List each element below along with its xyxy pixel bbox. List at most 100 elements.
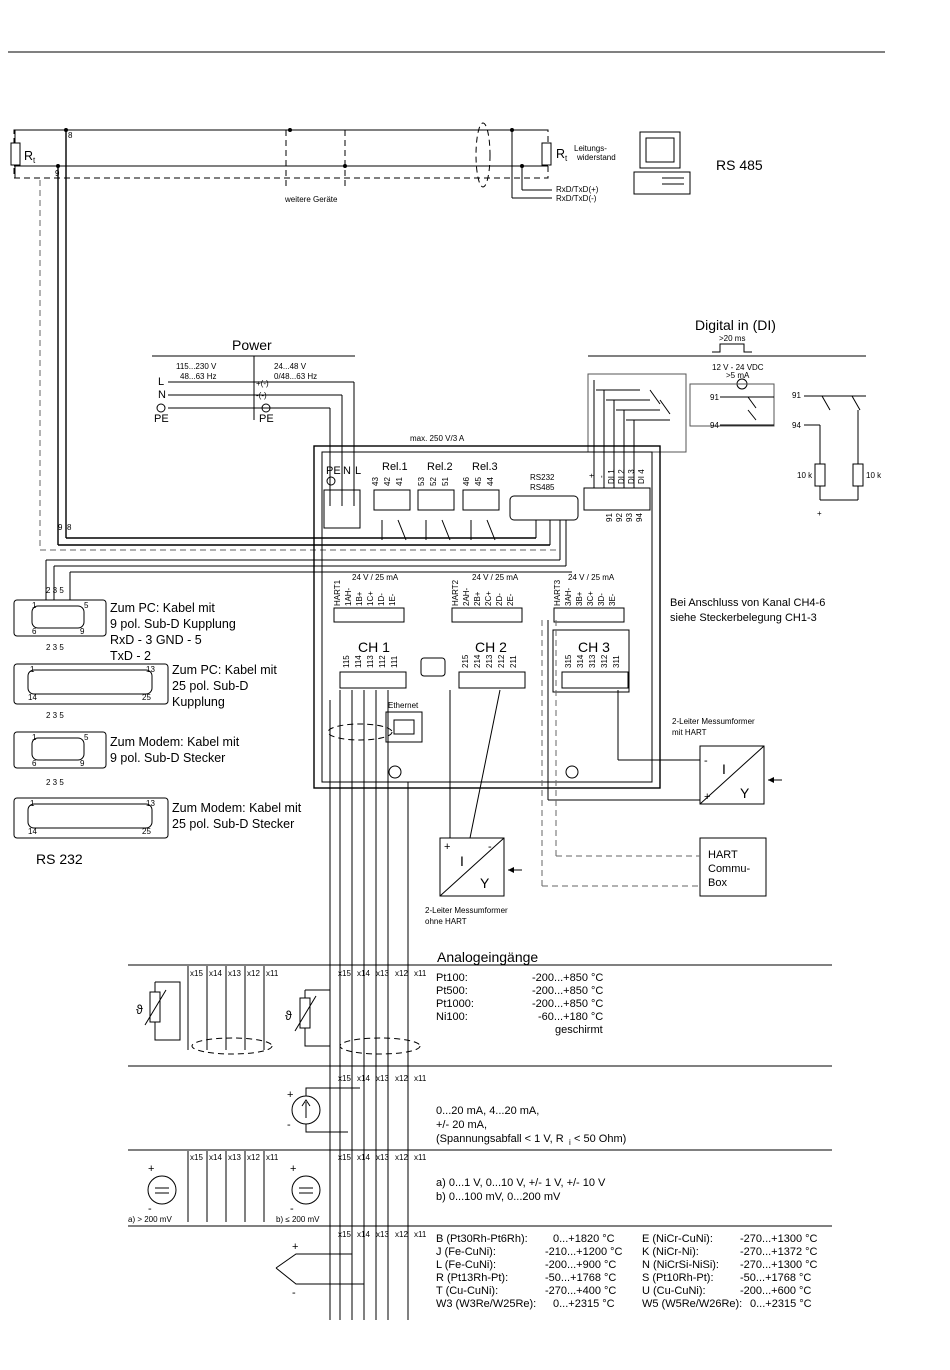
svg-text:9: 9 [80, 627, 85, 636]
svg-text:313: 313 [588, 654, 597, 668]
voltage-source-icon [147, 1175, 177, 1205]
svg-text:Zum Modem: Kabel mit: Zum Modem: Kabel mit [110, 735, 240, 749]
svg-text:Zum PC: Kabel mit: Zum PC: Kabel mit [110, 601, 215, 615]
r-left-label: R [24, 149, 33, 163]
svg-text:312: 312 [600, 654, 609, 668]
svg-text:-200...+850 °C: -200...+850 °C [532, 985, 603, 997]
svg-text:x14: x14 [357, 1074, 370, 1083]
svg-text:-: - [704, 755, 708, 767]
svg-text:a) > 200 mV: a) > 200 mV [128, 1215, 172, 1224]
svg-text:RS232: RS232 [530, 473, 555, 482]
sub-d-9-connector [13, 599, 107, 637]
svg-text:i: i [569, 1138, 571, 1147]
svg-text:91: 91 [605, 513, 614, 522]
digital-in-section: Digital in (DI) >20 ms 12 V - 24 VDC >5 … [587, 317, 882, 518]
svg-text:213: 213 [485, 654, 494, 668]
svg-text:I: I [460, 853, 464, 869]
ch46-note-1: Bei Anschluss von Kanal CH4-6 [670, 597, 825, 609]
svg-text:x15: x15 [338, 969, 351, 978]
thermocouple-input: x15 x14 x13 x12 x11 + - B (Pt30Rh-Pt6Rh)… [275, 1230, 818, 1310]
svg-text:TxD - 2: TxD - 2 [110, 649, 151, 663]
ground-screw-icon [565, 765, 579, 779]
svg-text:DI 2: DI 2 [617, 469, 626, 484]
svg-text:x11: x11 [266, 1153, 279, 1162]
svg-text:315: 315 [564, 654, 573, 668]
svg-text:-200...+600 °C: -200...+600 °C [740, 1285, 811, 1297]
svg-text:-200...+900 °C: -200...+900 °C [545, 1259, 616, 1271]
svg-text:48...63 Hz: 48...63 Hz [180, 372, 216, 381]
svg-text:x13: x13 [376, 1153, 389, 1162]
svg-text:I: I [722, 761, 726, 777]
svg-text:mit HART: mit HART [672, 728, 707, 737]
rs485-title: RS 485 [716, 157, 763, 173]
svg-text:Y: Y [740, 785, 750, 801]
voltage-input: x15 x14 x13 x12 x11 + - a) > 200 mV x15 … [128, 1151, 606, 1224]
svg-text:widerstand: widerstand [576, 153, 616, 162]
commubox: HART Commu- Box [541, 620, 767, 897]
svg-text:x13: x13 [376, 969, 389, 978]
current-input: x15 x14 x13 x12 x11 + - 0...20 mA, 4...2… [287, 1074, 626, 1147]
svg-text:t: t [565, 154, 568, 163]
svg-text:Rel.3: Rel.3 [472, 461, 498, 473]
svg-text:DI 3: DI 3 [627, 469, 636, 484]
svg-text:+: + [704, 791, 710, 803]
svg-text:-270...+1300 °C: -270...+1300 °C [740, 1233, 818, 1245]
svg-text:8: 8 [68, 131, 73, 140]
svg-text:25: 25 [142, 693, 151, 702]
svg-text:S (Pt10Rh-Pt):: S (Pt10Rh-Pt): [642, 1272, 714, 1284]
svg-text:25 pol. Sub-D: 25 pol. Sub-D [172, 679, 248, 693]
hart1-labels: HART1 1AH- 1B+ 1C+ 1D- 1E- [333, 579, 397, 606]
svg-text:-270...+1372 °C: -270...+1372 °C [740, 1246, 818, 1258]
digital-title: Digital in (DI) [695, 317, 776, 333]
svg-text:2B+: 2B+ [473, 591, 482, 606]
svg-text:Ethernet: Ethernet [388, 701, 419, 710]
svg-text:-50...+1768 °C: -50...+1768 °C [545, 1272, 616, 1284]
svg-text:L: L [158, 376, 164, 388]
svg-text:215: 215 [461, 654, 470, 668]
svg-text:x13: x13 [376, 1074, 389, 1083]
svg-text:94: 94 [635, 513, 644, 522]
svg-text:9: 9 [58, 523, 63, 532]
analog-title: Analogeingänge [437, 949, 538, 965]
rtd-right: x15 x14 x13 x12 x11 ϑ [285, 969, 427, 1055]
svg-text:14: 14 [28, 827, 37, 836]
svg-text:L: L [355, 465, 361, 477]
svg-text:Y: Y [480, 875, 490, 891]
svg-text:1: 1 [32, 601, 37, 610]
r-note: Leitungs- [574, 144, 607, 153]
svg-text:J (Fe-CuNi):: J (Fe-CuNi): [436, 1246, 496, 1258]
svg-text:DI 4: DI 4 [637, 469, 646, 484]
svg-text:-200...+850 °C: -200...+850 °C [532, 998, 603, 1010]
svg-text:115: 115 [342, 655, 351, 668]
svg-text:-: - [597, 475, 606, 478]
rs232-title: RS 232 [36, 851, 83, 867]
svg-text:x14: x14 [357, 969, 370, 978]
rtd-list: Pt100: -200...+850 °C Pt500: -200...+850… [436, 972, 603, 1036]
svg-text:211: 211 [509, 655, 518, 668]
svg-text:R (Pt13Rh-Pt):: R (Pt13Rh-Pt): [436, 1272, 508, 1284]
svg-text:6: 6 [32, 759, 37, 768]
svg-text:10 k: 10 k [866, 471, 882, 480]
svg-text:3D-: 3D- [597, 593, 606, 606]
svg-text:Commu-: Commu- [708, 863, 751, 875]
svg-text:x12: x12 [395, 1153, 408, 1162]
svg-text:114: 114 [354, 655, 363, 668]
svg-text:PE: PE [259, 413, 274, 425]
svg-text:5: 5 [84, 733, 89, 742]
ch3-pins: 315 314 313 312 311 [564, 654, 621, 668]
svg-text:2-Leiter Messumformer: 2-Leiter Messumformer [425, 906, 508, 915]
di-pins: 91 92 93 94 [605, 513, 644, 522]
svg-text:25 pol. Sub-D Stecker: 25 pol. Sub-D Stecker [172, 817, 294, 831]
svg-text:Rel.1: Rel.1 [382, 461, 408, 473]
svg-text:HART3: HART3 [553, 579, 562, 606]
svg-text:Pt100:: Pt100: [436, 972, 468, 984]
svg-text:314: 314 [576, 654, 585, 668]
svg-text:-50...+1768 °C: -50...+1768 °C [740, 1272, 811, 1284]
svg-text:>5 mA: >5 mA [726, 371, 750, 380]
svg-text:U (Cu-CuNi):: U (Cu-CuNi): [642, 1285, 706, 1297]
svg-text:-210...+1200 °C: -210...+1200 °C [545, 1246, 623, 1258]
svg-text:10 k: 10 k [797, 471, 813, 480]
computer-icon [633, 131, 691, 195]
svg-text:-60...+180 °C: -60...+180 °C [538, 1011, 603, 1023]
svg-text:9 pol. Sub-D Kupplung: 9 pol. Sub-D Kupplung [110, 617, 236, 631]
